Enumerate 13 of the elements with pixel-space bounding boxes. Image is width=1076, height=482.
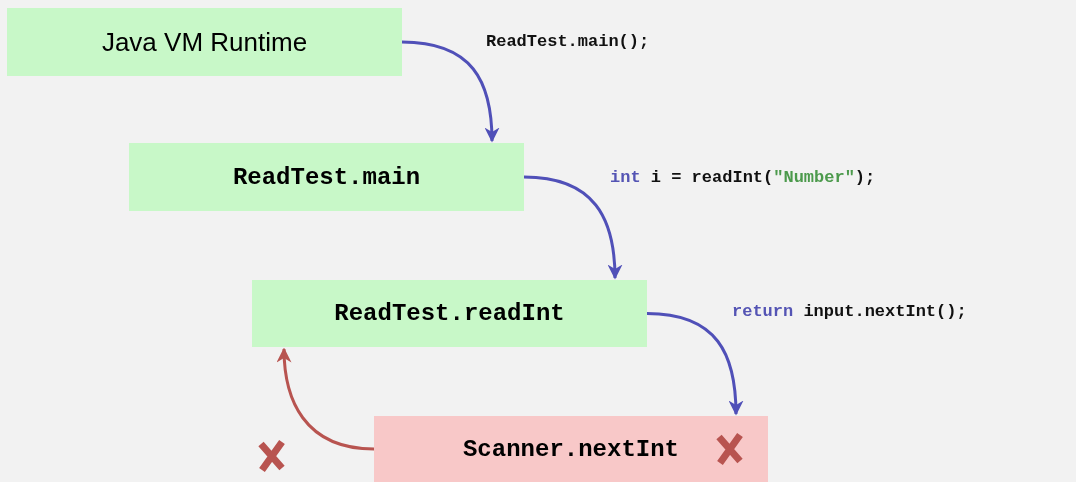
process-box — [7, 8, 402, 76]
arrow — [646, 312, 744, 416]
process-box — [374, 416, 768, 482]
process-box — [129, 143, 524, 211]
node-label: Java VM Runtime — [101, 26, 308, 58]
arrow — [276, 347, 375, 451]
process-box — [252, 280, 647, 347]
code-label: return input.nextInt(); — [732, 302, 967, 321]
arrow — [523, 175, 623, 280]
arrow — [401, 40, 500, 143]
node-label: ReadTest.readInt — [334, 300, 565, 327]
node-label: Scanner.nextInt — [462, 435, 679, 463]
node-label: ReadTest.main — [232, 163, 421, 191]
